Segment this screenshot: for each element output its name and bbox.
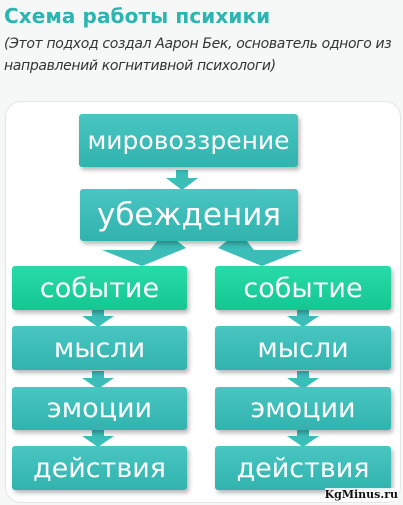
arrow-beliefs-to-right-event — [218, 240, 302, 266]
arrow-worldview-to-beliefs — [166, 170, 198, 190]
left-thoughts-box: мысли — [12, 326, 187, 370]
arrow-left-thoughts-to-emotions — [82, 371, 114, 389]
arrow-right-event-to-thoughts — [287, 309, 319, 327]
left-actions-box: действия — [12, 446, 187, 490]
page-title: Схема работы психики — [4, 4, 271, 28]
beliefs-box: убеждения — [80, 189, 298, 241]
right-emotions-box: эмоции — [215, 387, 391, 430]
left-emotions-box: эмоции — [12, 387, 187, 430]
arrow-left-event-to-thoughts — [82, 309, 114, 327]
arrow-left-emotions-to-actions — [82, 429, 114, 447]
left-event-box: событие — [12, 266, 187, 310]
arrow-beliefs-to-left-event — [102, 240, 186, 266]
arrow-right-emotions-to-actions — [287, 429, 319, 447]
right-event-box: событие — [215, 266, 391, 310]
site-watermark: KgMinus.ru — [324, 488, 398, 501]
right-actions-box: действия — [215, 446, 391, 490]
worldview-box: мировоззрение — [79, 114, 298, 167]
page-subtitle: (Этот подход создал Аарон Бек, основател… — [4, 36, 392, 74]
right-thoughts-box: мысли — [215, 326, 391, 370]
arrow-right-thoughts-to-emotions — [287, 371, 319, 389]
